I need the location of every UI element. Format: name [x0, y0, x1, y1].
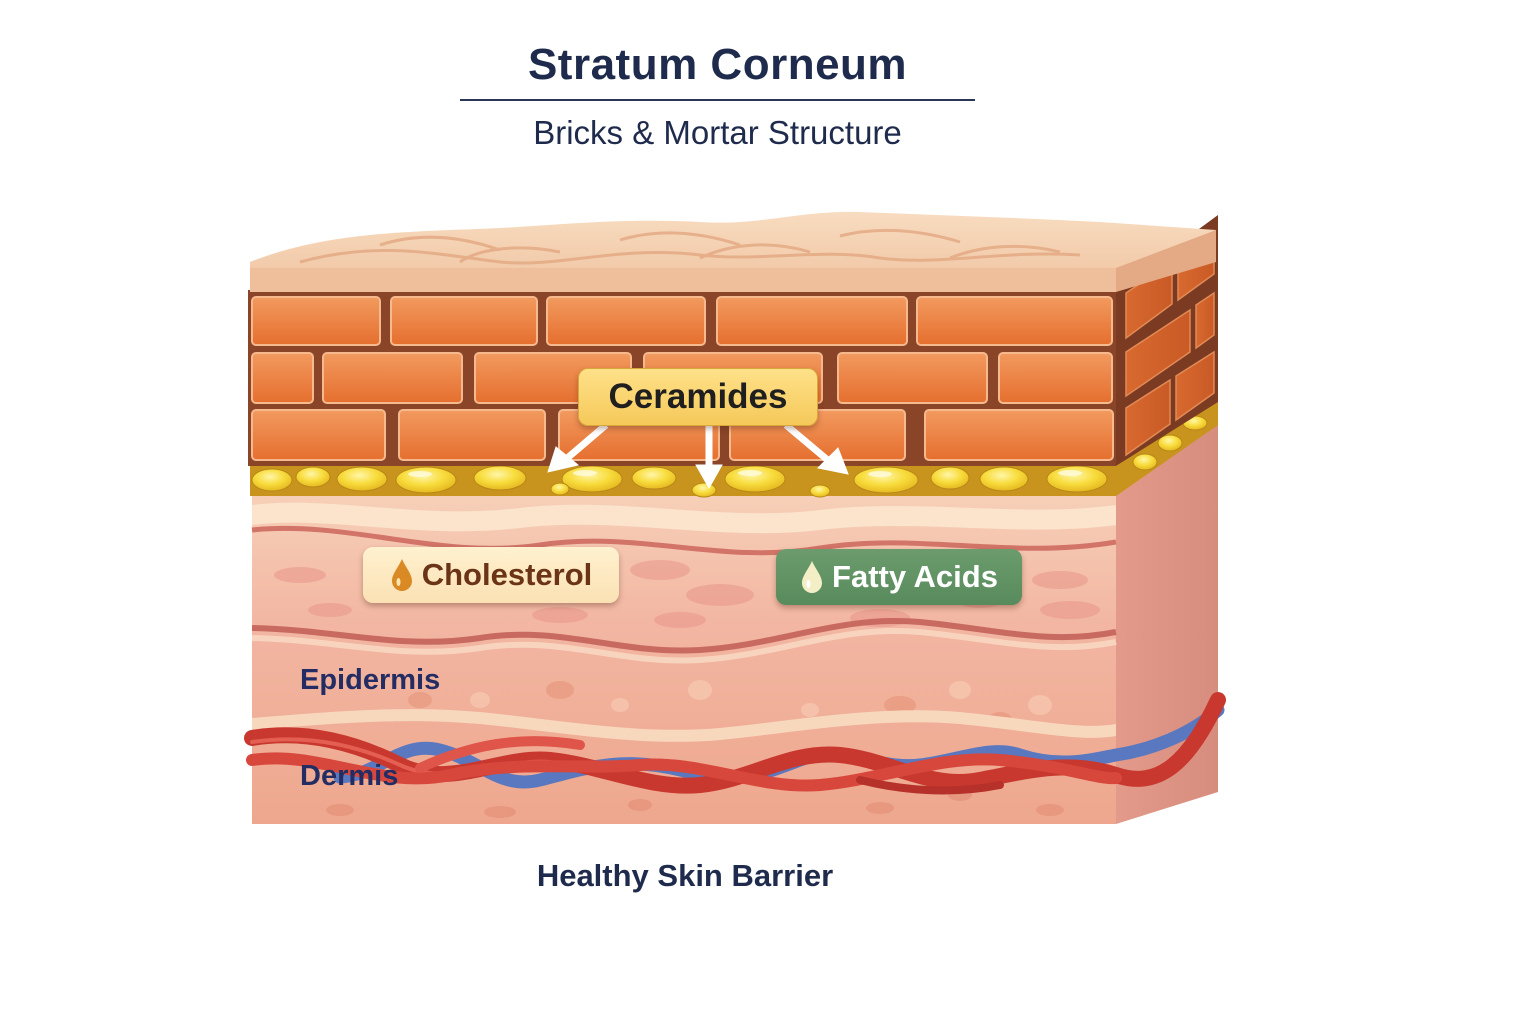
- diagram-title: Stratum Corneum: [527, 40, 908, 89]
- ceramides-label: Ceramides: [578, 368, 818, 426]
- ceramide-pointer-arrows: [547, 422, 849, 490]
- fatty-acids-label-text: Fatty Acids: [832, 559, 998, 594]
- diagram-caption: Healthy Skin Barrier: [536, 858, 834, 893]
- skin-surface-top: [250, 211, 1216, 292]
- ceramides-label-text: Ceramides: [608, 377, 788, 416]
- block-right-face: [1116, 405, 1218, 824]
- cholesterol-label-text: Cholesterol: [421, 557, 593, 592]
- blood-vessels: [244, 692, 1226, 795]
- diagram-subtitle: Bricks & Mortar Structure: [533, 114, 902, 151]
- epidermis-label: Epidermis: [300, 664, 441, 696]
- cream-droplet-icon: [802, 561, 823, 593]
- cholesterol-label: Cholesterol: [363, 547, 619, 603]
- dermis-label: Dermis: [300, 760, 399, 792]
- fatty-acids-label: Fatty Acids: [776, 549, 1022, 605]
- amber-droplet-icon: [391, 559, 412, 591]
- title-divider: [460, 99, 975, 101]
